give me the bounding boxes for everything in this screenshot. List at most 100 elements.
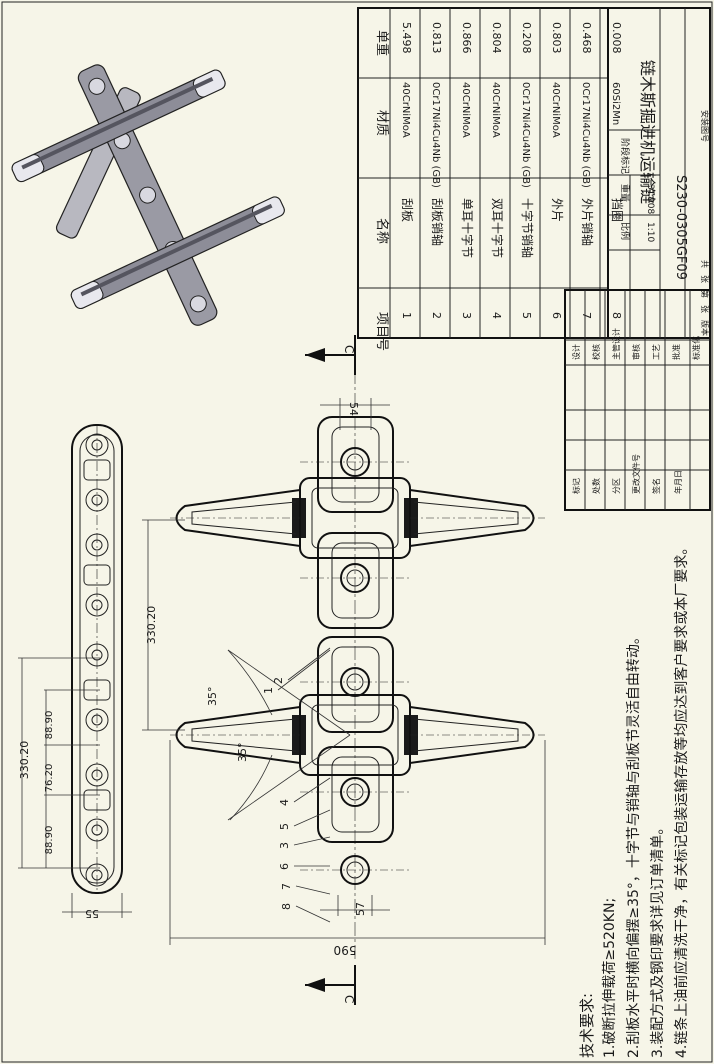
balloon-leader: [293, 836, 331, 846]
side-view-chain: [71, 424, 123, 894]
parts-row-name: 外片: [550, 198, 564, 222]
note-2: 2.刮板水平时横向偏摆≥35°，十字节与销轴与刮板节灵活自由转动。: [626, 630, 642, 1058]
side-pin-inner: [91, 539, 103, 551]
parts-row-material: 60Si2Mn: [610, 82, 621, 125]
balloon-number: 2: [272, 677, 285, 684]
parts-row-material: 0Cr17Ni4Cu4Nb (GB): [430, 82, 441, 188]
label-weight: 重量: [619, 184, 631, 202]
notes-heading: 技术要求:: [578, 993, 596, 1058]
parts-row-no: 4: [490, 312, 503, 319]
flight-arm-left: [175, 705, 301, 765]
hdr-name: 名称: [374, 218, 390, 244]
stamp-text: 安装图号: [700, 110, 710, 142]
dim-76: 76.20: [44, 764, 55, 793]
title-bottom-label: 张: [700, 275, 709, 283]
parts-row-weight: 0.208: [520, 22, 533, 54]
side-link-plate: [83, 564, 111, 586]
parts-row-name: 外片销轴: [580, 198, 595, 246]
dim-88-bot: 88.90: [44, 826, 55, 855]
technical-notes: 技术要求: 1.破断拉伸载荷≥520KN; 2.刮板水平时横向偏摆≥35°，十字…: [578, 541, 690, 1058]
side-pin-outer: [85, 763, 109, 787]
section-label-top: C: [342, 345, 356, 353]
title-bottom-label: 版本: [700, 320, 710, 336]
hdr-no: 项目号: [374, 312, 389, 351]
dim-54: 54: [347, 402, 360, 416]
parts-row-name: 挡圈: [610, 198, 624, 222]
side-pin-inner: [91, 494, 103, 506]
rev-row-label: 标准化: [691, 336, 701, 360]
parts-row-name: 刮板: [400, 198, 414, 222]
pin-inner: [346, 673, 364, 691]
parts-row-weight: 5.498: [400, 22, 413, 54]
side-pin-outer: [85, 708, 109, 732]
front-view: [170, 370, 545, 960]
chain-link: [317, 746, 394, 843]
side-link-plate: [83, 789, 111, 811]
parts-row-weight: 0.803: [550, 22, 563, 54]
side-pin-outer: [85, 593, 109, 617]
balloon-leader: [293, 809, 331, 827]
side-pin-inner: [91, 649, 103, 661]
drawing-title: 链木斯掘进机运输链: [638, 60, 657, 204]
note-4: 4.链条上油前应清洗干净，有关标记包装运输存放等均应达到客户要求或本厂要求。: [673, 541, 690, 1058]
side-pin-outer: [85, 818, 109, 842]
balloon-number: 3: [278, 842, 291, 849]
rev-row-label: 批准: [671, 344, 681, 360]
hdr-weight: 单重: [374, 30, 390, 56]
side-pin-inner: [91, 439, 103, 451]
title-block: 链木斯掘进机运输链 S230-0305GF09 阶段标记 重量 比例 3T.90…: [607, 7, 711, 339]
chain-link: [317, 416, 394, 513]
parts-row-name: 双耳十字节: [490, 198, 505, 258]
flight-arm-right: [409, 705, 535, 765]
side-link-plate: [83, 459, 111, 481]
note-1: 1.破断拉伸载荷≥520KN;: [602, 898, 618, 1058]
balloon-number: 8: [280, 903, 293, 910]
pin-inner: [346, 569, 364, 587]
title-bottom-label: 共: [700, 260, 709, 268]
parts-row-weight: 0.008: [610, 22, 623, 54]
dim-55: 55: [85, 907, 99, 920]
pin-inner: [346, 453, 364, 471]
parts-row-weight: 0.866: [460, 22, 473, 54]
chain-link-inner: [331, 646, 380, 723]
side-pin-outer: [85, 643, 109, 667]
weight-value: 3T.908: [645, 184, 655, 214]
chain-link: [317, 636, 394, 733]
parts-row-name: 十字节销轴: [520, 198, 535, 258]
rev-row-label: 设计: [571, 344, 581, 360]
chain-link-inner: [331, 426, 380, 503]
note-3: 3.装配方式及钢印要求详见订单清单。: [650, 821, 666, 1058]
parts-table: 项目号 名称 材质 单重 1刮板40CrNiMoA5.4982刮板销轴0Cr17…: [357, 7, 624, 351]
rev-col-label: 标记: [571, 478, 581, 494]
side-pin-outer: [85, 488, 109, 512]
side-pin-inner: [91, 824, 103, 836]
dim-330-side: 330.20: [18, 741, 31, 780]
balloon-leader: [295, 905, 331, 923]
rev-col-label: 处数: [591, 478, 601, 494]
rev-row-label: 校核: [591, 344, 601, 360]
drawing-code: S230-0305GF09: [673, 175, 688, 280]
parts-row-weight: 0.804: [490, 22, 503, 54]
rev-row-label: 审核: [631, 344, 641, 360]
balloon-number: 1: [262, 687, 275, 694]
parts-row-material: 40CrNiMoA: [400, 82, 411, 138]
rev-col-label: 年月日: [673, 470, 683, 494]
rev-row-label: 工艺: [652, 344, 661, 360]
parts-row-no: 6: [550, 312, 563, 319]
parts-row-no: 5: [520, 312, 533, 319]
dim-57: 57: [354, 902, 367, 916]
balloon-number: 7: [280, 883, 293, 890]
balloon-leader: [293, 777, 331, 803]
chain-link: [317, 532, 394, 629]
section-markers: C C: [305, 335, 356, 1005]
side-pin-outer: [85, 433, 109, 457]
side-pin-outer: [85, 533, 109, 557]
rev-row-label: 主管设计: [611, 328, 621, 360]
parts-row-name: 刮板销轴: [430, 198, 445, 246]
title-bottom-label: 第: [700, 290, 710, 298]
label-scale: 比例: [619, 222, 631, 240]
parts-row-name: 单耳十字节: [460, 198, 475, 258]
flight-arm-left: [175, 488, 301, 548]
front-dimensions: 54 57 590 330.20 35° 35°: [142, 398, 546, 957]
